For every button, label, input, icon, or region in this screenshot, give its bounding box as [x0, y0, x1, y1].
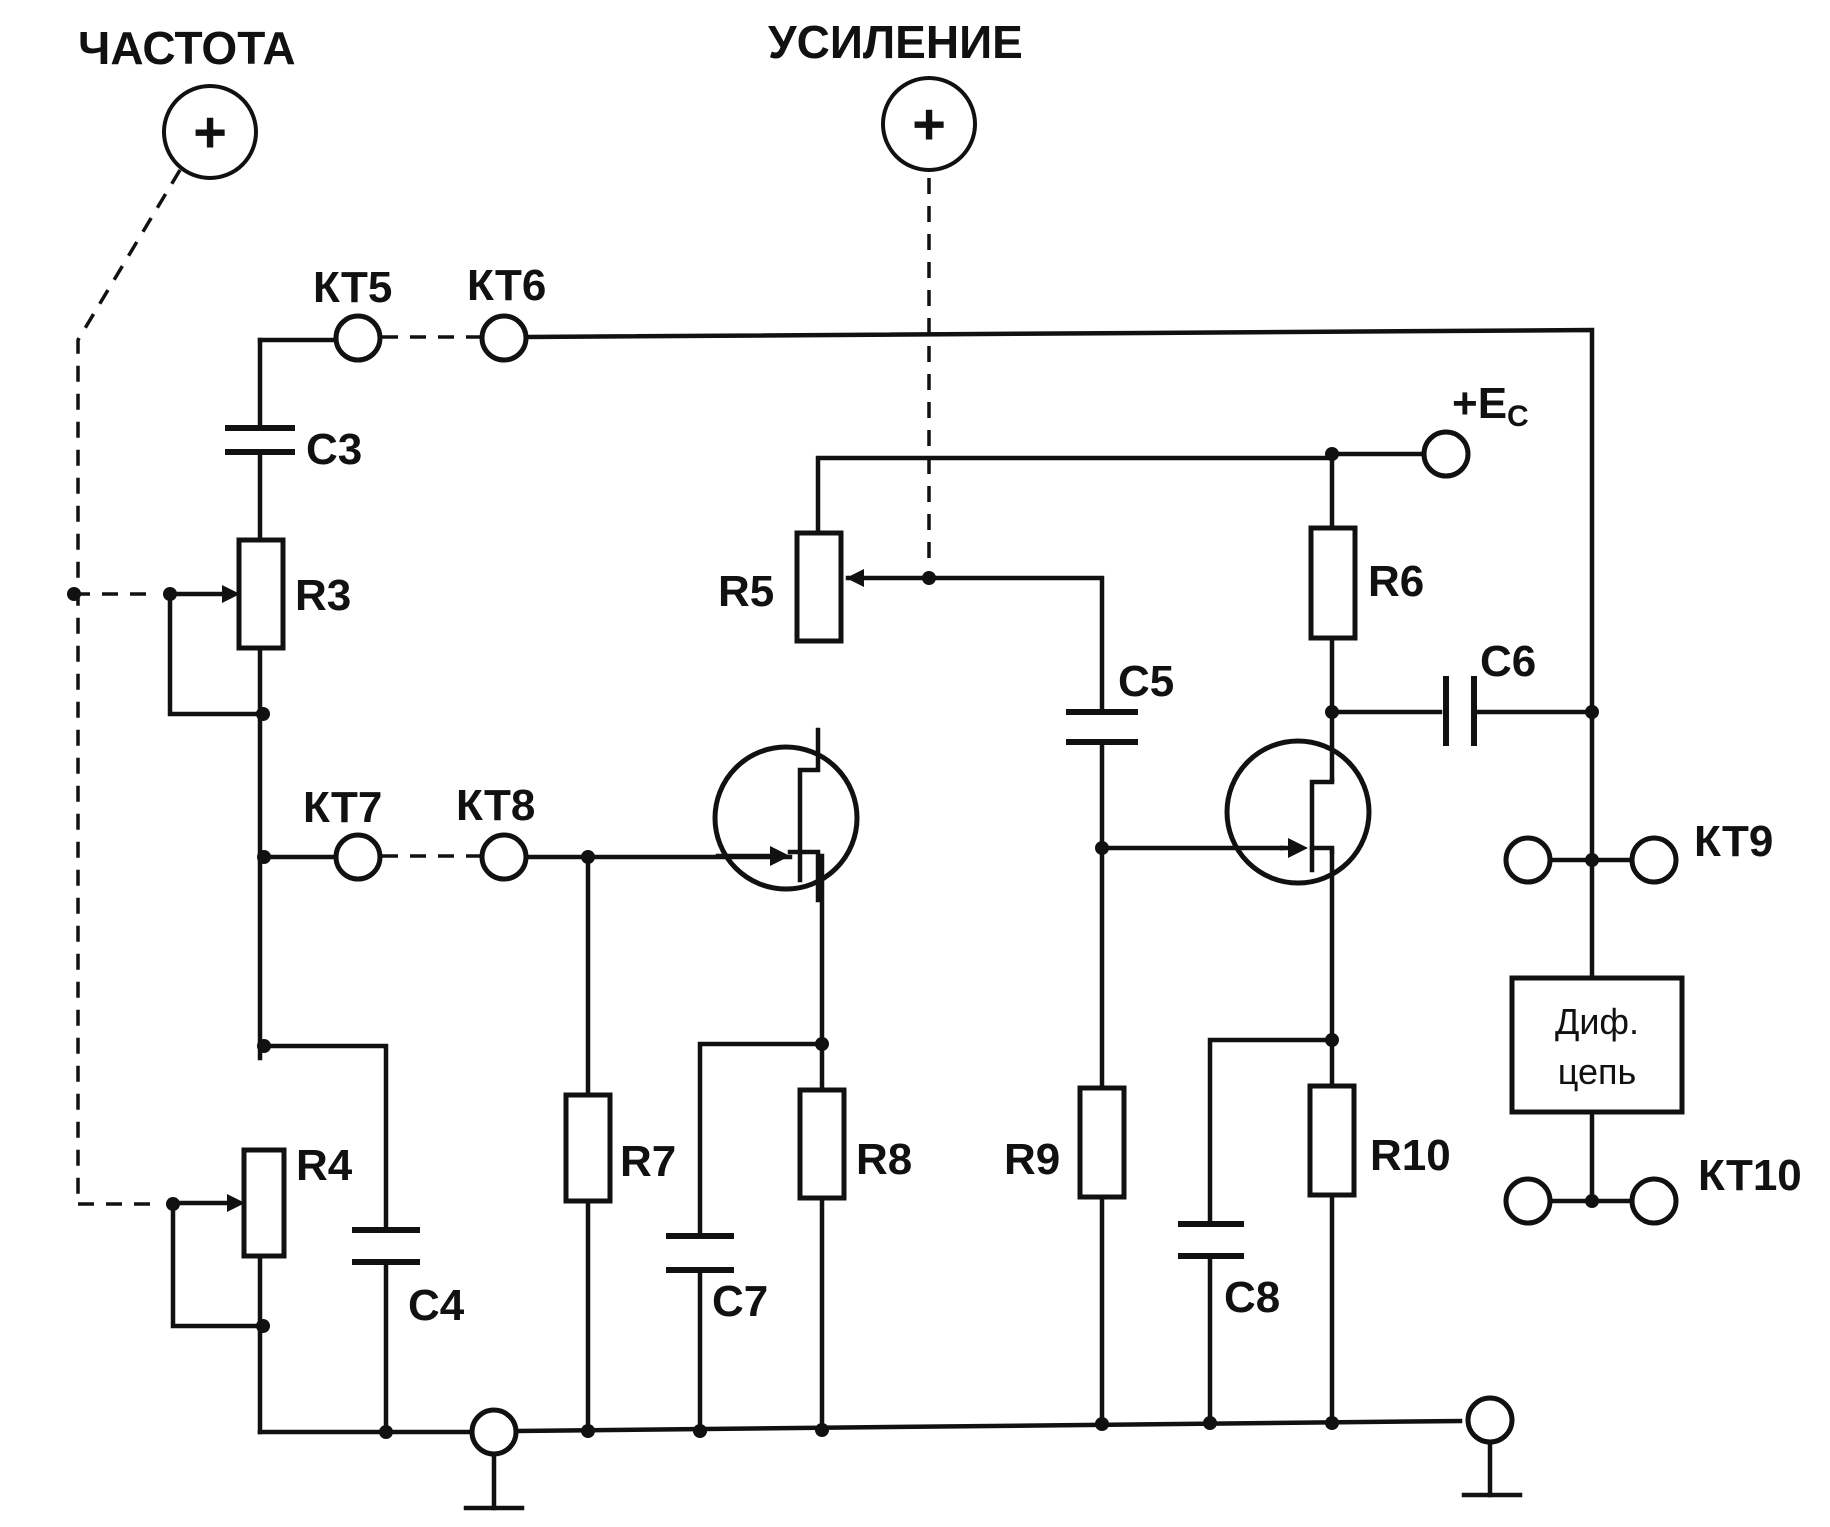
c4-label: C4: [408, 1281, 465, 1330]
resistor-r6: [1308, 525, 1358, 641]
gain-knob[interactable]: +: [881, 76, 977, 172]
terminal-ground-left[interactable]: [469, 1407, 519, 1457]
r7-label: R7: [620, 1137, 676, 1186]
gain-knob-plus-icon: +: [912, 92, 946, 157]
capacitor-c7: [666, 1233, 734, 1273]
resistor-r3: [236, 537, 286, 651]
terminal-kt9-left[interactable]: [1503, 835, 1553, 885]
potentiometer-arrows: [222, 569, 864, 1212]
kt7-label: КТ7: [303, 783, 382, 832]
capacitor-c4: [352, 1227, 420, 1265]
diff-block-line1: Диф.: [1555, 1001, 1639, 1042]
c5-label: C5: [1118, 657, 1174, 706]
c8-label: C8: [1224, 1273, 1280, 1322]
gain-knob-circle[interactable]: [881, 76, 977, 172]
terminal-kt10-right[interactable]: [1629, 1176, 1679, 1226]
gain-label: УСИЛЕНИЕ: [768, 16, 1023, 68]
kt8-label: КТ8: [456, 781, 535, 830]
c7-label: C7: [712, 1277, 768, 1326]
capacitor-c3: [225, 425, 295, 455]
frequency-label: ЧАСТОТА: [78, 22, 296, 74]
c3-label: C3: [306, 425, 362, 474]
capacitors: [225, 425, 1477, 1273]
capacitor-c6: [1443, 676, 1477, 746]
r8-label: R8: [856, 1135, 912, 1184]
diff-circuit-block: Диф. цепь: [1509, 975, 1685, 1115]
terminal-kt7[interactable]: [333, 832, 383, 882]
terminal-kt5[interactable]: [333, 313, 383, 363]
capacitor-c5: [1066, 709, 1138, 745]
diff-block-line2: цепь: [1558, 1051, 1637, 1092]
supply-label: +EC: [1452, 379, 1529, 433]
r3-label: R3: [295, 571, 351, 620]
diff-circuit-box: [1509, 975, 1685, 1115]
r10-label: R10: [1370, 1131, 1451, 1180]
capacitor-c8: [1178, 1221, 1244, 1259]
kt10-label: КТ10: [1698, 1151, 1802, 1200]
frequency-knob-circle[interactable]: [162, 84, 258, 180]
kt5-label: КТ5: [313, 263, 392, 312]
resistor-r7: [563, 1092, 613, 1204]
labels: ЧАСТОТА УСИЛЕНИЕ КТ5 КТ6 КТ7 КТ8 КТ9 КТ1…: [78, 16, 1802, 1330]
kt6-label: КТ6: [467, 261, 546, 310]
supply-label-main: +E: [1452, 379, 1507, 428]
terminal-ground-right[interactable]: [1465, 1395, 1515, 1445]
r4-label: R4: [296, 1141, 353, 1190]
terminal-kt10-left[interactable]: [1503, 1176, 1553, 1226]
junction-dots: [67, 447, 1599, 1439]
resistor-r8: [797, 1087, 847, 1201]
resistor-r4: [241, 1147, 287, 1259]
supply-label-sub: C: [1507, 400, 1529, 433]
resistor-r5: [794, 530, 844, 644]
terminal-kt8[interactable]: [479, 832, 529, 882]
resistors: [236, 525, 1358, 1259]
frequency-knob-plus-icon: +: [193, 100, 227, 165]
kt9-label: КТ9: [1694, 817, 1773, 866]
c6-label: C6: [1480, 637, 1536, 686]
r5-wiper-arrow-icon: [846, 569, 864, 587]
r3-wiper-arrow-icon: [222, 585, 240, 603]
r4-wiper-arrow-icon: [227, 1194, 245, 1212]
resistor-r9: [1077, 1085, 1127, 1200]
frequency-knob[interactable]: +: [162, 84, 258, 180]
dashed-links: [74, 169, 931, 1206]
transistor-q2: [1224, 738, 1372, 886]
terminal-kt6[interactable]: [479, 313, 529, 363]
r5-label: R5: [718, 567, 774, 616]
resistor-r10: [1307, 1083, 1357, 1198]
r6-label: R6: [1368, 557, 1424, 606]
terminals[interactable]: [333, 313, 1679, 1457]
transistor-q1: [712, 727, 860, 903]
terminal-supply[interactable]: [1421, 429, 1471, 479]
wires: [167, 327, 1643, 1511]
terminal-kt9-right[interactable]: [1629, 835, 1679, 885]
r9-label: R9: [1004, 1135, 1060, 1184]
